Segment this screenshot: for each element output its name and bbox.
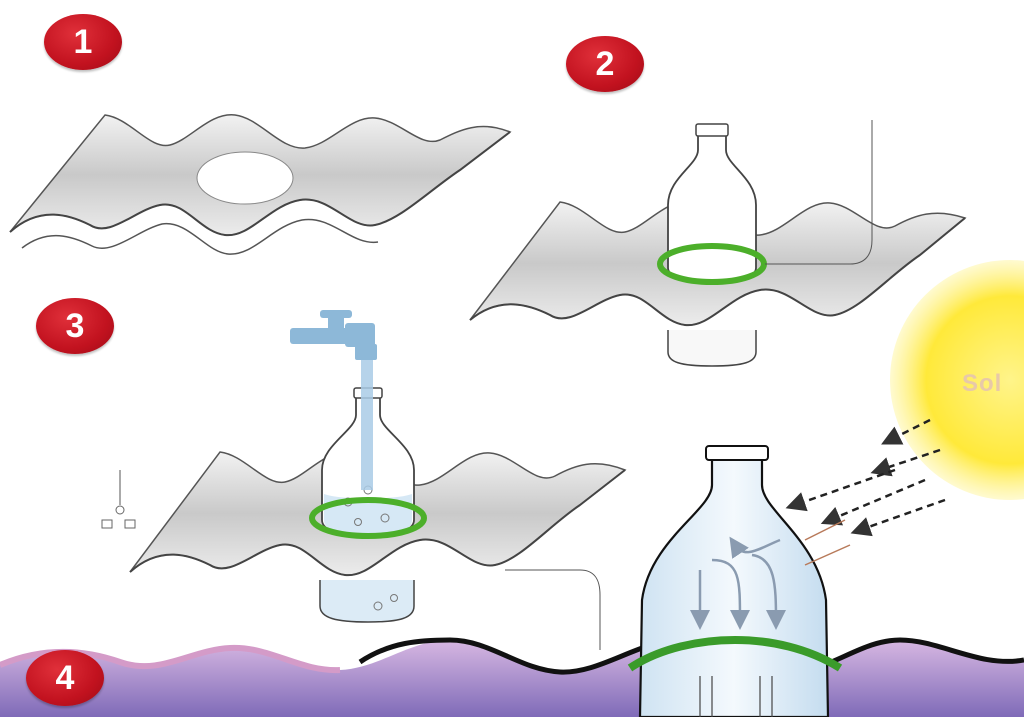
step-2-bottle-inserted	[469, 120, 967, 367]
faucet-icon	[290, 310, 377, 360]
sun-label: Sol	[962, 370, 1003, 397]
light-ray-arrow-icon	[690, 536, 786, 630]
step-3-filling-with-water	[101, 310, 627, 650]
step-4-cross-section	[0, 418, 1024, 719]
bottle-icon	[638, 446, 830, 719]
step-3-badge: 3	[36, 298, 114, 354]
step-1-roof-sheet-with-hole	[9, 114, 512, 255]
step-2-badge: 2	[566, 36, 644, 92]
bottle-icon	[667, 127, 757, 283]
step-4-badge: 4	[26, 650, 104, 706]
sun-icon	[890, 260, 1024, 500]
step-1-badge: 1	[44, 14, 122, 70]
